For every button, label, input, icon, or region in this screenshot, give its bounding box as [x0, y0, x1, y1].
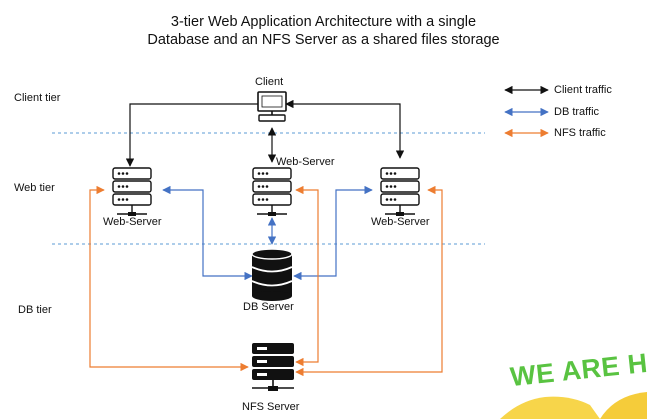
- diagram-title-line-1: 3-tier Web Application Architecture with…: [170, 14, 477, 30]
- legend-db-traffic-label: DB traffic: [554, 106, 600, 118]
- web-server-right-label: Web-Server: [371, 216, 430, 228]
- client-label: Client: [255, 76, 284, 88]
- diagram-title-line-2: Database and an NFS Server as a shared f…: [147, 32, 500, 48]
- db-server-label: DB Server: [243, 301, 294, 313]
- client-to-right-web-arrow: [285, 99, 405, 159]
- decorative-hands-illustration: [500, 396, 600, 419]
- db-tier-label: DB tier: [18, 304, 52, 316]
- server-rack-icon: [112, 167, 152, 217]
- client-to-left-web-arrow: [125, 103, 258, 167]
- server-rack-icon: [380, 167, 420, 217]
- web-server-left-label: Web-Server: [103, 216, 162, 228]
- right-web-db-traffic-arrow: [293, 185, 373, 281]
- client-tier-label: Client tier: [14, 92, 61, 104]
- web-tier-label: Web tier: [14, 182, 55, 194]
- storage-server-icon: [252, 343, 294, 391]
- legend-client-traffic-label: Client traffic: [554, 84, 612, 96]
- nfs-to-left-web-traffic-arrow: [89, 185, 249, 372]
- database-cylinder-icon: [251, 248, 293, 301]
- server-rack-icon: [252, 167, 292, 217]
- web-server-center-label: Web-Server: [276, 156, 335, 168]
- nfs-to-right-web-traffic-arrow: [295, 185, 443, 377]
- nfs-server-label: NFS Server: [242, 401, 300, 413]
- legend-nfs-traffic-label: NFS traffic: [554, 127, 606, 139]
- left-web-db-traffic-arrow: [162, 185, 253, 281]
- monitor-icon: [257, 91, 287, 122]
- decorative-hands-illustration-right: [600, 392, 647, 419]
